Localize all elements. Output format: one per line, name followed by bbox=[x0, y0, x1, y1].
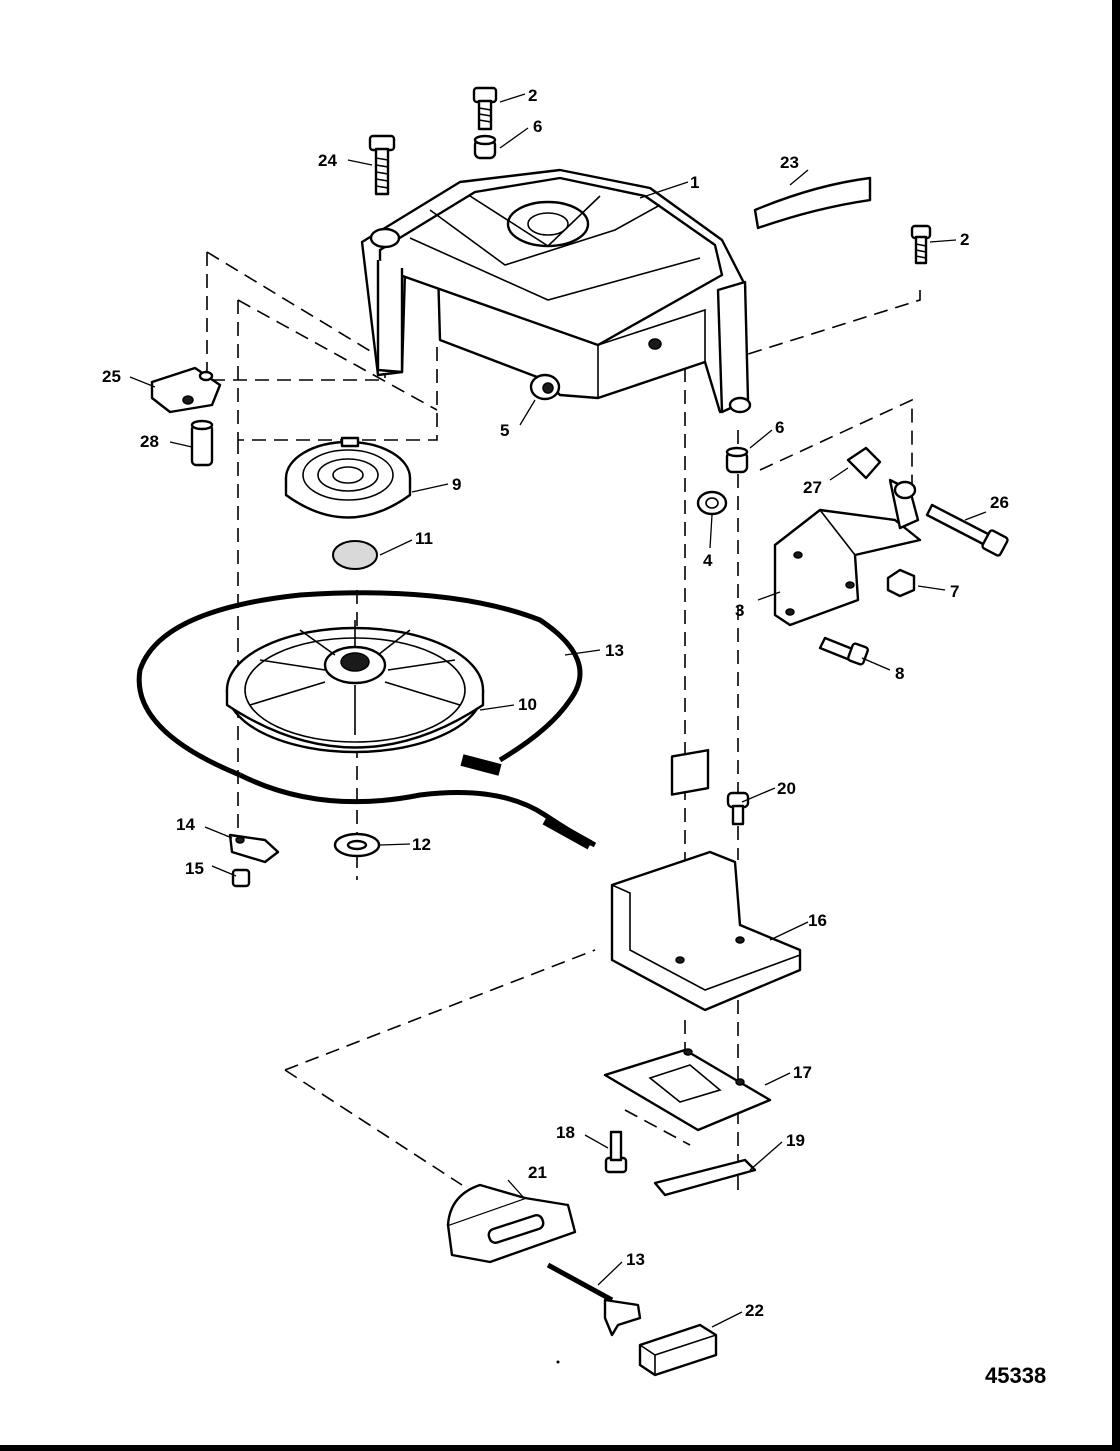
diagram-reference-number: 45338 bbox=[985, 1363, 1046, 1388]
part-23-decal bbox=[753, 176, 872, 230]
callout-13-bottom: 13 bbox=[626, 1250, 645, 1269]
part-28-pin bbox=[190, 419, 214, 467]
callout-3: 3 bbox=[735, 601, 744, 620]
part-17-lockout-plate bbox=[603, 1048, 772, 1132]
part-3-bracket bbox=[773, 478, 922, 627]
part-4-lockwasher bbox=[696, 490, 728, 516]
part-21-handle bbox=[446, 1183, 577, 1264]
part-26-bolt bbox=[925, 503, 1009, 557]
part-2-bolt-right bbox=[910, 224, 932, 265]
part-15-screw bbox=[231, 868, 251, 888]
part-10-pulley bbox=[225, 620, 485, 754]
callout-labels: 1 2 2 3 4 5 6 6 7 8 9 10 11 12 13 13 14 … bbox=[102, 86, 1009, 1320]
part-25-cam bbox=[150, 366, 222, 414]
callout-24: 24 bbox=[318, 151, 337, 170]
part-16-rope-guide bbox=[610, 748, 802, 1012]
part-7-nut bbox=[886, 568, 916, 598]
part-1-starter-housing bbox=[360, 168, 752, 414]
right-border bbox=[1112, 0, 1120, 1451]
part-12-washer bbox=[333, 832, 381, 858]
part-22-anchor bbox=[638, 1323, 718, 1377]
callout-21: 21 bbox=[528, 1163, 547, 1182]
stray-dot bbox=[556, 1360, 560, 1364]
part-24-bolt bbox=[368, 134, 396, 196]
callout-28: 28 bbox=[140, 432, 159, 451]
callout-9: 9 bbox=[452, 475, 461, 494]
callout-14: 14 bbox=[176, 815, 195, 834]
callout-17: 17 bbox=[793, 1063, 812, 1082]
callout-13-top: 13 bbox=[605, 641, 624, 660]
callout-23: 23 bbox=[780, 153, 799, 172]
part-20-screw bbox=[726, 791, 750, 826]
callout-8: 8 bbox=[895, 664, 904, 683]
callout-26: 26 bbox=[990, 493, 1009, 512]
callout-11: 11 bbox=[415, 529, 433, 548]
part-19-strip bbox=[653, 1158, 757, 1197]
callout-6-right: 6 bbox=[775, 418, 784, 437]
leader-lines bbox=[129, 93, 987, 1328]
part-9-rewind-spring bbox=[284, 436, 412, 519]
part-2-bolt-top bbox=[472, 86, 498, 131]
callout-4: 4 bbox=[703, 551, 713, 570]
callout-27: 27 bbox=[803, 478, 822, 497]
part-13-starter-rope bbox=[136, 590, 597, 850]
callout-12: 12 bbox=[412, 835, 431, 854]
callout-15: 15 bbox=[185, 859, 204, 878]
callout-6-top: 6 bbox=[533, 117, 542, 136]
callout-16: 16 bbox=[808, 911, 827, 930]
part-11-cap bbox=[332, 540, 378, 570]
callout-22: 22 bbox=[745, 1301, 764, 1320]
callout-2-top: 2 bbox=[528, 86, 537, 105]
part-8-bolt bbox=[818, 636, 869, 666]
callout-19: 19 bbox=[786, 1131, 805, 1150]
part-14-pawl bbox=[228, 833, 280, 864]
callout-18: 18 bbox=[556, 1123, 575, 1142]
part-5-bushing bbox=[529, 373, 561, 401]
callout-20: 20 bbox=[777, 779, 796, 798]
part-6-spacer-top bbox=[473, 134, 497, 160]
bottom-border bbox=[0, 1445, 1120, 1451]
callout-2-right: 2 bbox=[960, 230, 969, 249]
callout-7: 7 bbox=[950, 582, 959, 601]
part-13-rope-end bbox=[546, 1262, 642, 1337]
callout-1: 1 bbox=[690, 173, 699, 192]
callout-5: 5 bbox=[500, 421, 509, 440]
callout-10: 10 bbox=[518, 695, 537, 714]
part-6-spacer-right bbox=[725, 446, 749, 474]
part-18-screw bbox=[604, 1130, 628, 1174]
callout-25: 25 bbox=[102, 367, 121, 386]
part-27-plug bbox=[846, 446, 882, 480]
